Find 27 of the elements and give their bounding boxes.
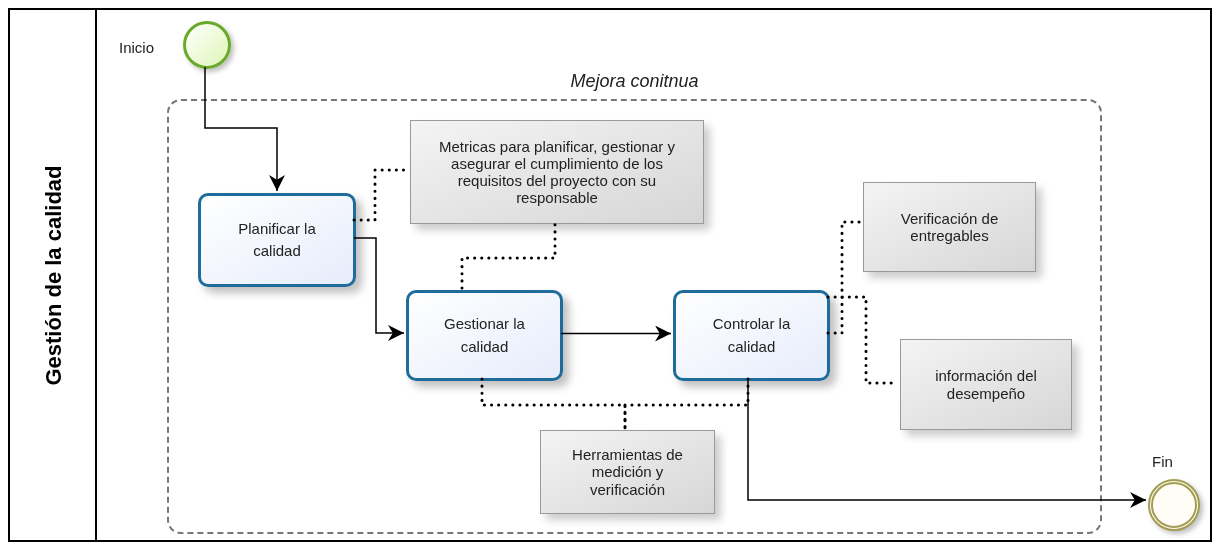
- annotation-box: [540, 430, 715, 514]
- node-text: Gestionar la calidad: [443, 314, 526, 357]
- node-text: Planificar la calidad: [237, 218, 317, 261]
- sequence-arrow: [204, 66, 285, 192]
- task-box: [406, 290, 563, 381]
- sequence-arrow: [560, 325, 672, 342]
- event-label: Fin: [1152, 452, 1173, 472]
- annotation-box: [410, 120, 704, 224]
- node-text: Controlar la calidad: [711, 314, 792, 357]
- association-line: [480, 377, 627, 430]
- association-line: [623, 377, 750, 430]
- node-text: Metricas para planificar, gestionar y asegurar el cumplimiento de los requisitos del proyecto con su responsable: [438, 137, 676, 207]
- node-text: información del desempeño: [934, 367, 1038, 402]
- swimlane: [8, 8, 1212, 542]
- annotation-box: [863, 182, 1036, 272]
- sequence-arrow: [747, 378, 1147, 508]
- association-line: [460, 220, 557, 290]
- group-title: Mejora conitnua: [570, 70, 699, 93]
- task-box: [198, 193, 356, 287]
- node-text: Verificación de entregables: [899, 209, 1000, 245]
- association-line: [826, 220, 863, 335]
- sequence-arrow: [353, 237, 405, 341]
- lane-title: Gestión de la calidad: [40, 164, 67, 386]
- event-label: Inicio: [119, 38, 155, 58]
- task-box: [673, 290, 830, 381]
- node-text: Herramientas de medición y verificación: [571, 446, 684, 498]
- annotation-box: [900, 339, 1072, 430]
